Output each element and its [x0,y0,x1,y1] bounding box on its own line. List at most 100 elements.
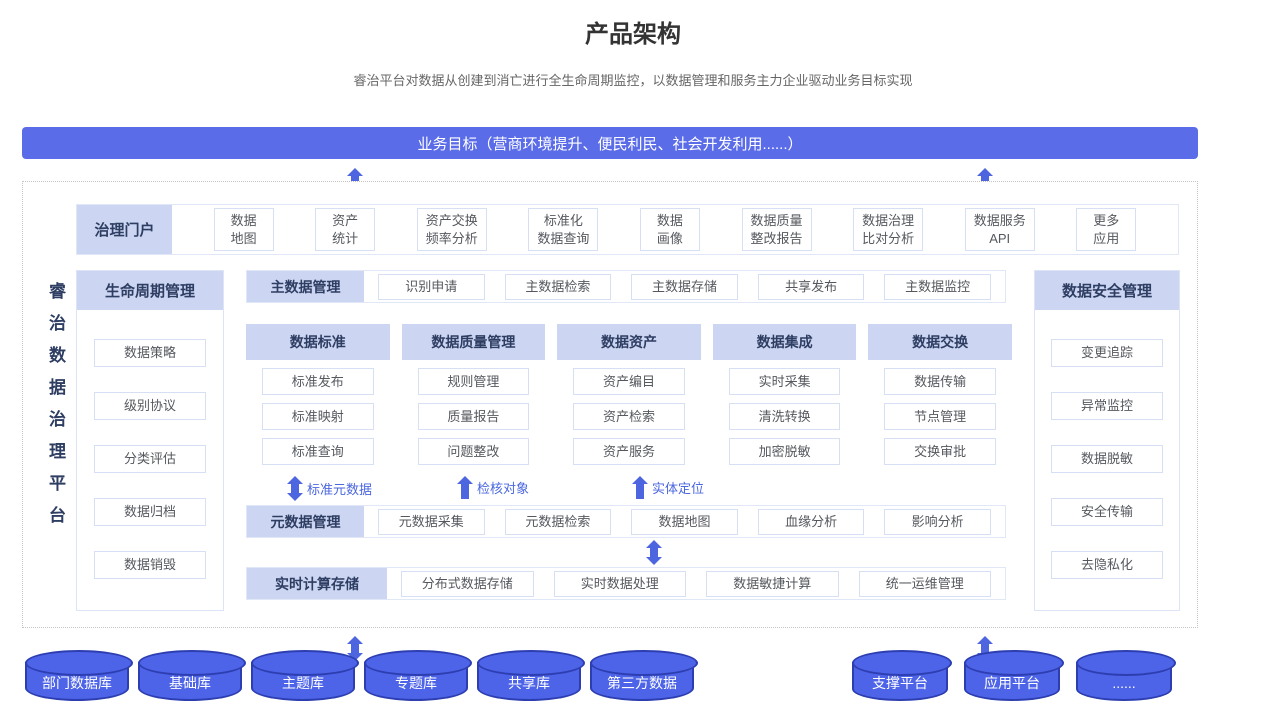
platform-cylinder: 应用平台 [964,650,1064,701]
security-item: 安全传输 [1051,498,1163,526]
module-item: 数据传输 [884,368,996,395]
module-header: 数据资产 [557,324,701,360]
double-arrow-icon [291,484,299,493]
module-header: 数据交换 [868,324,1012,360]
realtime-item: 统一运维管理 [858,570,991,597]
business-goal-banner: 业务目标（营商环境提升、便民利民、社会开发利用......） [22,127,1198,159]
lifecycle-item: 数据销毁 [94,551,206,579]
security-panel: 数据安全管理 变更追踪 异常监控 数据脱敏 安全传输 去隐私化 [1034,270,1180,611]
module-item: 资产检索 [573,403,685,430]
portal-item: 数据服务 API [964,207,1035,252]
database-row-right: 支撑平台 应用平台 ...... [852,650,1176,706]
cylinder-label: 专题库 [395,674,437,691]
portal-item: 更多 应用 [1076,207,1137,252]
module-item: 节点管理 [884,403,996,430]
security-item: 去隐私化 [1051,551,1163,579]
database-cylinder: 第三方数据 [590,650,698,701]
cylinder-label: 部门数据库 [42,674,112,691]
flow-arrow-label: 检核对象 [477,481,530,496]
double-arrow-icon [650,548,658,557]
module-item: 资产服务 [573,438,685,465]
portal-row: 治理门户 数据 地图 资产 统计 资产交换 频率分析 标准化 数据查询 数据 画… [76,204,1179,255]
portal-item: 标准化 数据查询 [528,207,599,252]
master-data-row: 主数据管理 识别申请 主数据检索 主数据存储 共享发布 主数据监控 [246,270,1006,303]
realtime-header: 实时计算存储 [247,568,387,599]
double-arrow-icon [981,644,989,653]
module-header: 数据质量管理 [401,324,546,360]
portal-item: 数据治理 比对分析 [853,207,924,252]
metadata-item: 影响分析 [884,508,991,535]
module-item: 清洗转换 [728,403,841,430]
module-item: 规则管理 [417,368,530,395]
cylinder-label: 基础库 [169,674,211,691]
double-arrow-icon [351,644,359,653]
flow-arrow-label: 标准元数据 [307,482,373,497]
module-item: 标准映射 [262,403,374,430]
master-data-header: 主数据管理 [247,271,364,302]
security-item: 变更追踪 [1051,339,1163,367]
page-subtitle: 睿治平台对数据从创建到消亡进行全生命周期监控，以数据管理和服务主力企业驱动业务目… [353,73,913,88]
security-item: 异常监控 [1051,392,1163,420]
metadata-item: 元数据检索 [504,508,612,535]
cylinder-label: 主题库 [282,674,324,691]
flow-arrow-label: 实体定位 [652,481,705,496]
lifecycle-header: 生命周期管理 [77,271,223,310]
flow-arrows-row: 标准元数据 检核对象 实体定位 [246,476,1012,502]
security-item: 数据脱敏 [1051,445,1163,473]
center-area: 主数据管理 识别申请 主数据检索 主数据存储 共享发布 主数据监控 数据标准 标… [246,270,1012,612]
realtime-row: 实时计算存储 分布式数据存储 实时数据处理 数据敏捷计算 统一运维管理 [246,567,1006,600]
database-cylinder: 部门数据库 [25,650,133,701]
database-row-left: 部门数据库 基础库 主题库 专题库 共享库 第三方数据 [25,650,698,706]
database-cylinder: 基础库 [138,650,246,701]
lifecycle-item: 数据归档 [94,498,206,526]
double-arrow-icon [981,176,989,185]
portal-item: 资产 统计 [315,207,376,252]
realtime-item: 分布式数据存储 [401,570,534,597]
lifecycle-item: 级别协议 [94,392,206,420]
module-item: 标准发布 [262,368,374,395]
page-title: 产品架构 [585,21,681,48]
metadata-item: 元数据采集 [378,508,485,535]
portal-header: 治理门户 [77,205,172,254]
platform-cylinder: 支撑平台 [852,650,952,701]
module-item: 实时采集 [728,368,841,395]
double-arrow-icon [351,176,359,185]
security-header: 数据安全管理 [1035,271,1179,310]
module-item: 问题整改 [417,438,530,465]
platform-vertical-label: 睿治数据治理平台 [46,282,65,538]
module-item: 标准查询 [262,438,374,465]
metadata-row: 元数据管理 元数据采集 元数据检索 数据地图 血缘分析 影响分析 [246,505,1006,538]
module-item: 资产编目 [573,368,685,395]
module-header: 数据集成 [712,324,857,360]
realtime-item: 实时数据处理 [553,570,686,597]
cylinder-label: 支撑平台 [872,674,928,691]
cylinder-label: 应用平台 [984,674,1040,691]
database-cylinder: 共享库 [477,650,585,701]
master-data-item: 主数据存储 [631,273,738,300]
cylinder-label: 第三方数据 [607,674,677,691]
module-column-data-quality: 数据质量管理 规则管理 质量报告 问题整改 [401,324,546,470]
master-data-item: 主数据监控 [884,273,991,300]
module-column-data-exchange: 数据交换 数据传输 节点管理 交换审批 [868,324,1012,470]
module-column-data-integration: 数据集成 实时采集 清洗转换 加密脱敏 [712,324,857,470]
realtime-item: 数据敏捷计算 [706,570,839,597]
module-header: 数据标准 [246,324,390,360]
platform-cylinder: ...... [1076,650,1176,701]
lifecycle-item: 分类评估 [94,445,206,473]
metadata-item: 数据地图 [631,508,738,535]
lifecycle-panel: 生命周期管理 数据策略 级别协议 分类评估 数据归档 数据销毁 [76,270,224,611]
up-arrow-icon [461,484,469,499]
module-columns: 数据标准 标准发布 标准映射 标准查询 数据质量管理 规则管理 质量报告 问题整… [246,324,1012,470]
portal-item: 数据质量 整改报告 [741,207,812,252]
cylinder-label: ...... [1112,674,1136,691]
master-data-item: 主数据检索 [504,273,612,300]
portal-item: 数据 地图 [213,207,274,252]
cylinder-label: 共享库 [508,674,550,691]
platform-container: 睿治数据治理平台 治理门户 数据 地图 资产 统计 资产交换 频率分析 标准化 … [22,181,1198,628]
database-cylinder: 主题库 [251,650,359,701]
module-item: 加密脱敏 [728,438,841,465]
master-data-item: 共享发布 [757,273,865,300]
metadata-item: 血缘分析 [757,508,865,535]
metadata-header: 元数据管理 [247,506,364,537]
